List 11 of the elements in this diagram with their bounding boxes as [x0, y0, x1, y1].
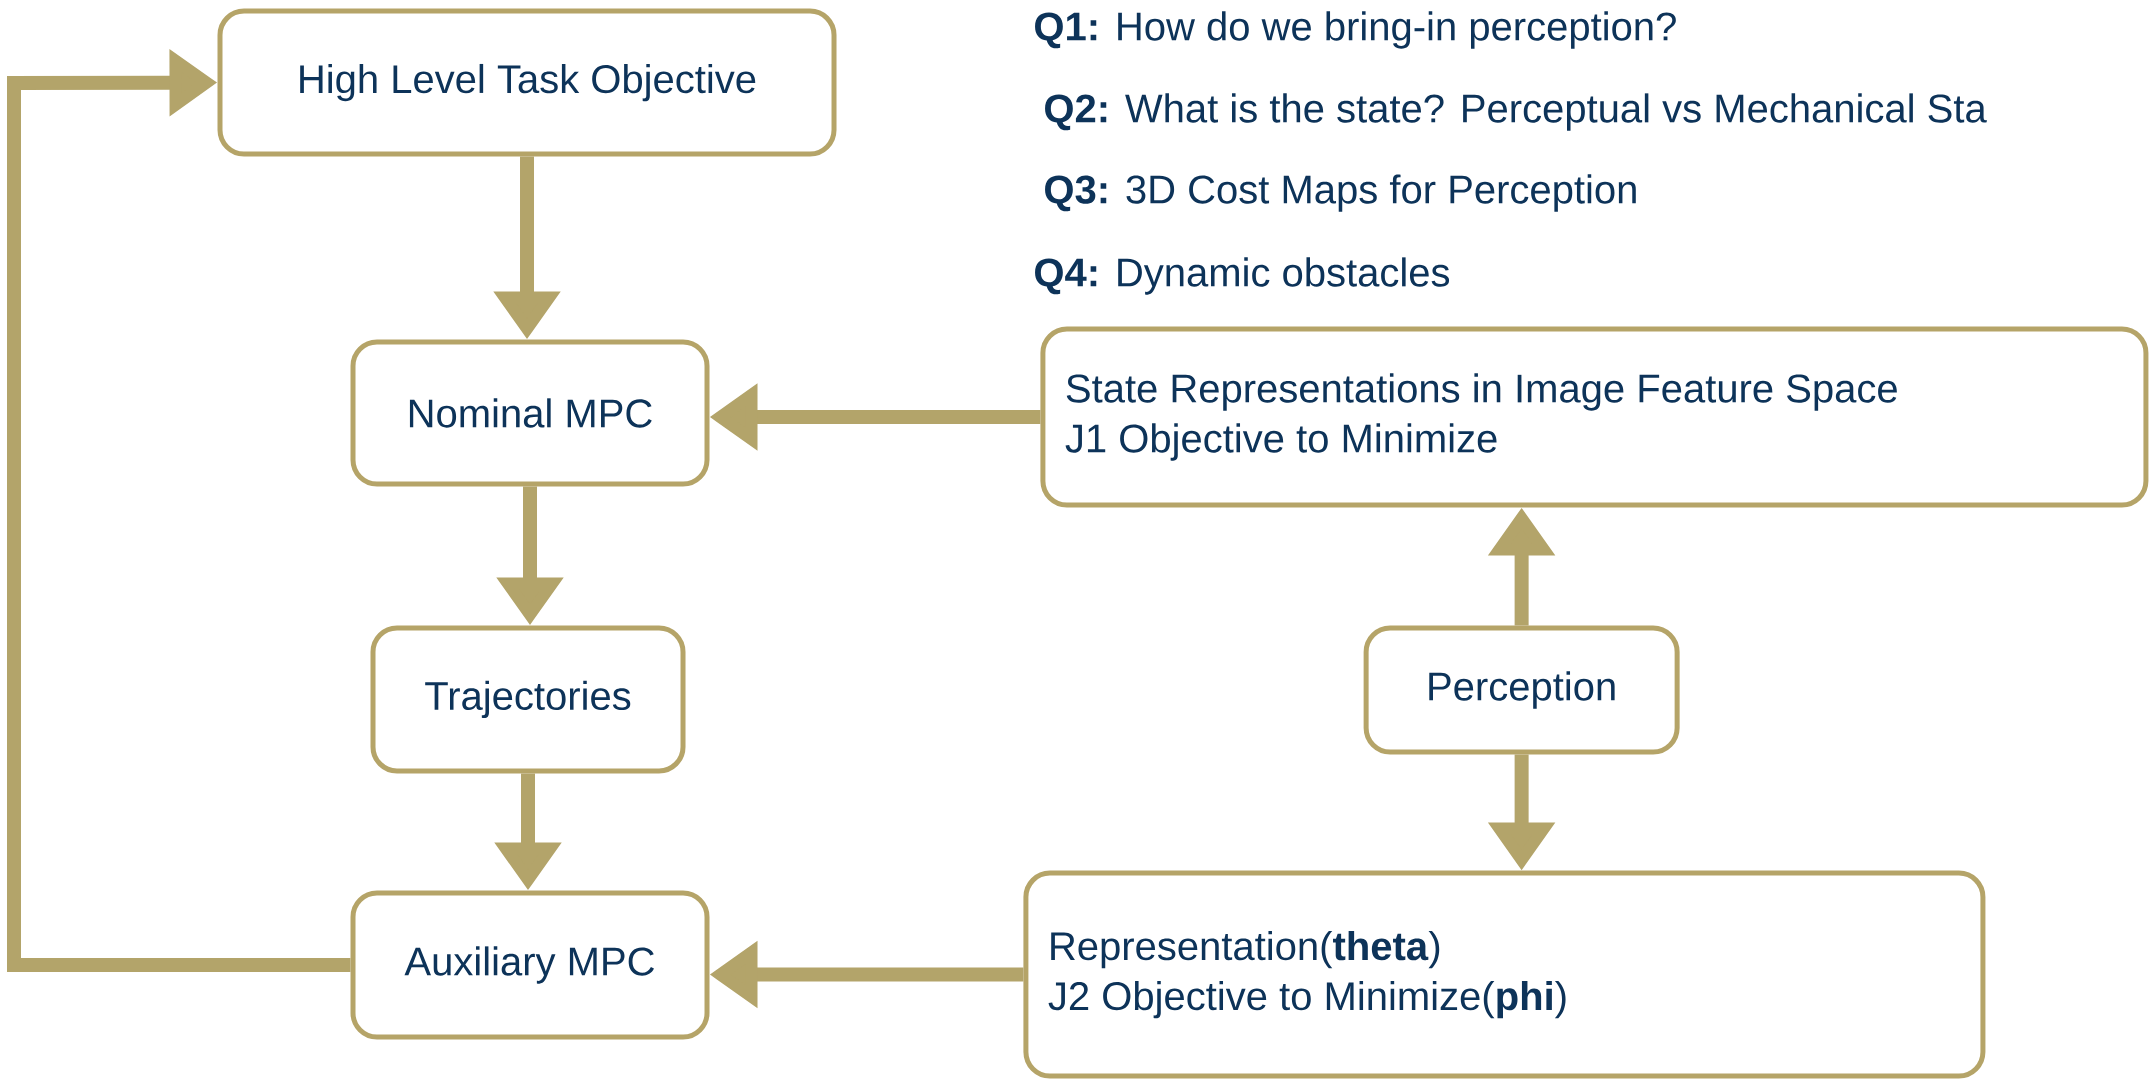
- process-box: High Level Task Objective: [217, 8, 837, 157]
- process-box: Auxiliary MPC: [350, 890, 710, 1040]
- process-box: Perception: [1363, 625, 1680, 755]
- process-box: Nominal MPC: [350, 339, 710, 487]
- arrow: [7, 48, 351, 972]
- process-box: Trajectories: [370, 625, 686, 774]
- question-text: Q3: 3D Cost Maps for Perception: [1045, 174, 1636, 212]
- question-text: Q2: What is the state? Perceptual vs Mechanical Sta: [1045, 93, 1987, 131]
- question-text: Q1: How do we bring-in perception?: [1035, 11, 1676, 49]
- process-box: State Representations in Image Feature Space J1 Objective to Minimize: [1040, 326, 2149, 508]
- process-box: Representation(theta) J2 Objective to Minimize(phi): [1023, 870, 1986, 1079]
